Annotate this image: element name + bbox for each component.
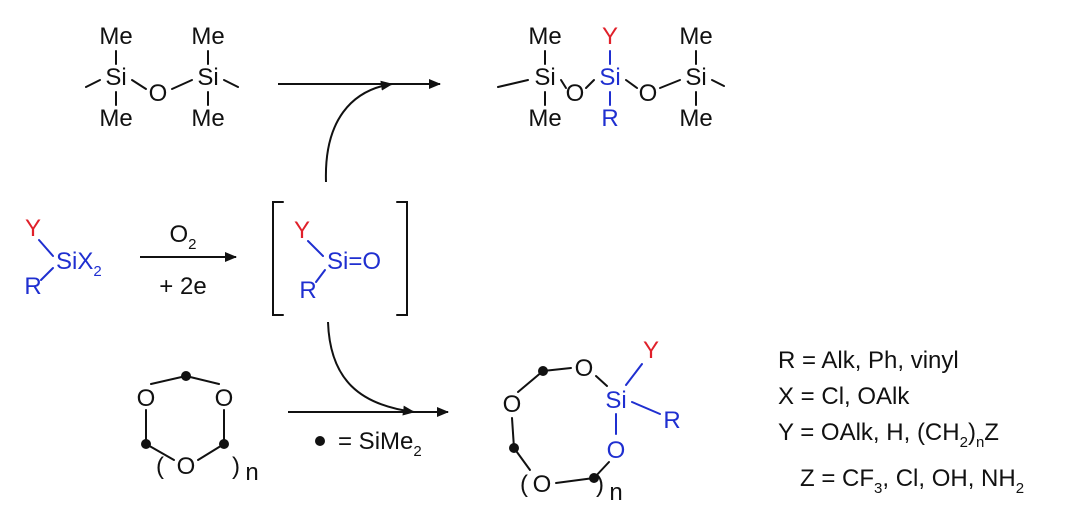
r-substituent-label: R [663, 407, 680, 434]
bond [150, 375, 187, 385]
methyl-label: Me [679, 105, 712, 132]
right-parenthesis: ) [596, 471, 604, 498]
bond [145, 443, 175, 461]
silicon-label: Si [105, 64, 126, 91]
oxygen-label: O [215, 385, 234, 412]
oxygen-label: O [533, 471, 552, 498]
electrons-label: + 2e [159, 273, 206, 300]
r-definition: R = Alk, Ph, vinyl [778, 347, 959, 374]
bond [85, 79, 101, 88]
r-substituent-label: R [299, 277, 316, 304]
bond [625, 79, 638, 89]
silicon-label: Si [197, 64, 218, 91]
silicon-label: Si [599, 64, 620, 91]
y-substituent-label: Y [602, 23, 618, 50]
disiloxane-reactant: Me Si Me O Me Si Me [85, 23, 239, 132]
silane-reactant: Y SiX2 R [24, 215, 101, 300]
oxygen-reagent-label: O2 [169, 221, 196, 253]
methyl-label: Me [191, 105, 224, 132]
oxygen-label: O [566, 80, 585, 107]
r-substituent-label: R [24, 273, 41, 300]
bond [131, 79, 147, 90]
silicon-dot-icon [538, 366, 548, 376]
y-definition: Y = OAlk, H, (CH2)nZ [778, 419, 999, 451]
oxygen-label: O [149, 80, 168, 107]
bond [307, 240, 324, 257]
left-parenthesis: ( [520, 471, 528, 498]
oxygen-label: O [639, 80, 658, 107]
dot-legend-label: = SiMe2 [338, 428, 422, 460]
oxygen-label: O [177, 453, 196, 480]
silicon-dot-icon [315, 436, 325, 446]
substituent-definitions: R = Alk, Ph, vinyl X = Cl, OAlk Y = OAlk… [778, 347, 1024, 497]
oxygen-label: O [607, 437, 626, 464]
repeat-index-label: n [245, 459, 258, 486]
x-definition: X = Cl, OAlk [778, 383, 910, 410]
bond [631, 401, 661, 415]
z-definition: Z = CF3, Cl, OH, NH2 [800, 465, 1024, 497]
r-substituent-label: R [601, 105, 618, 132]
silicon-label: Si [534, 64, 555, 91]
silicon-label: SiX2 [56, 248, 102, 280]
oxygen-label: O [575, 355, 594, 382]
bond [223, 79, 239, 88]
silicon-dot-icon [181, 371, 191, 381]
bond [197, 443, 225, 461]
curved-arrow [324, 80, 393, 183]
silicon-dot-icon [589, 473, 599, 483]
oxidation-step: O2 + 2e [140, 221, 237, 300]
bond [315, 269, 326, 283]
ring-expanded-product: O O Si Y R O O ( ) n [503, 337, 681, 506]
silicon-label: Si [685, 64, 706, 91]
right-parenthesis: ) [232, 453, 240, 480]
bond [517, 370, 544, 393]
silanone-label: Si=O [327, 248, 381, 275]
bond [585, 79, 595, 89]
methyl-label: Me [528, 105, 561, 132]
left-bracket [272, 201, 284, 316]
bond [40, 267, 54, 281]
silicon-dot-icon [509, 443, 519, 453]
methyl-label: Me [679, 23, 712, 50]
right-bracket [396, 201, 408, 316]
methyl-label: Me [528, 23, 561, 50]
cyclosiloxane-reactant: O O O ( ) n [137, 371, 259, 486]
bond [38, 239, 54, 257]
y-substituent-label: Y [25, 215, 41, 242]
oxygen-label: O [503, 391, 522, 418]
silicon-dot-icon [141, 439, 151, 449]
y-substituent-label: Y [294, 217, 310, 244]
bond [659, 79, 681, 89]
bond [511, 417, 515, 449]
dot-legend: = SiMe2 [315, 428, 422, 460]
bond [711, 79, 725, 87]
bond [185, 375, 220, 385]
bond [171, 79, 193, 90]
methyl-label: Me [191, 23, 224, 50]
curved-arrow [327, 321, 415, 416]
left-parenthesis: ( [156, 453, 164, 480]
y-substituent-label: Y [643, 337, 659, 364]
bond [555, 477, 595, 484]
bond [497, 79, 529, 88]
bond [625, 363, 643, 386]
trisiloxane-product: Me Si Me O Y Si R O Me Si Me [497, 23, 725, 132]
silicon-label: Si [605, 387, 626, 414]
repeat-index-label: n [609, 479, 622, 506]
methyl-label: Me [99, 23, 132, 50]
oxygen-label: O [137, 385, 156, 412]
bond [560, 79, 567, 89]
methyl-label: Me [99, 105, 132, 132]
bond [595, 375, 608, 387]
silanone-intermediate: Y Si=O R [272, 201, 408, 316]
silicon-dot-icon [219, 439, 229, 449]
